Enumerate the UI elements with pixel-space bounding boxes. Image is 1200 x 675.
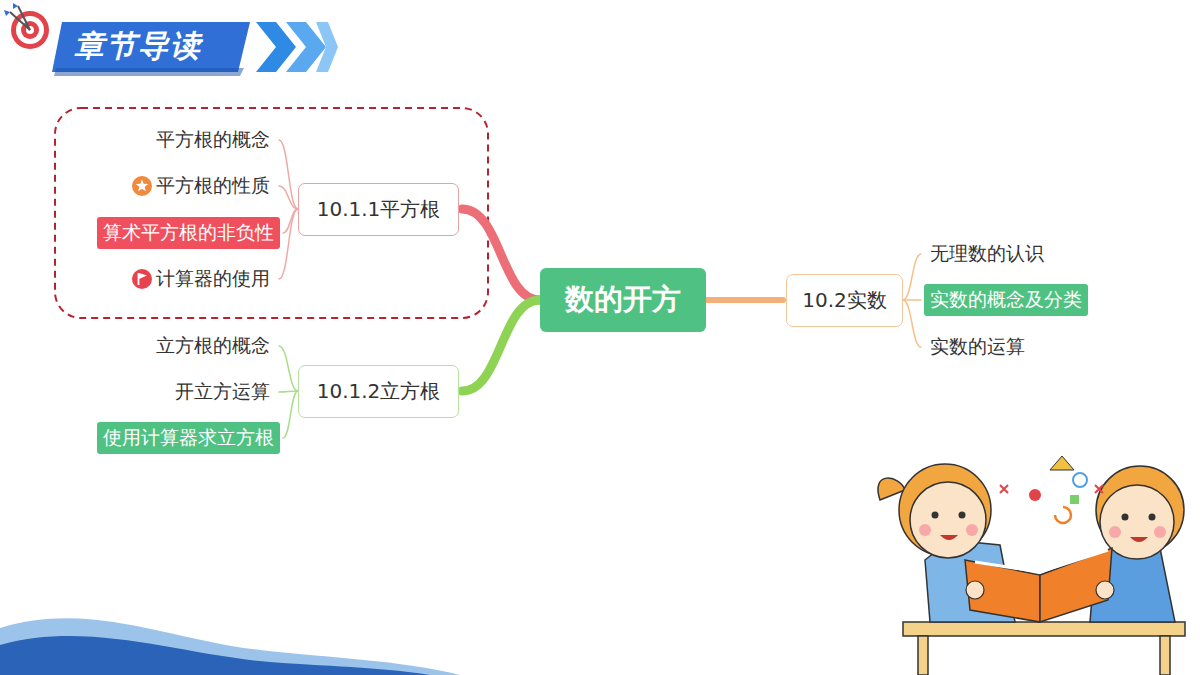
highlight-leaf: 实数的概念及分类 xyxy=(924,284,1088,316)
node-label: 实数的概念及分类 xyxy=(930,287,1082,313)
highlight-leaf: 算术平方根的非负性 xyxy=(97,217,280,249)
branch-box: 10.1.2立方根 xyxy=(298,365,459,418)
node-label: 计算器的使用 xyxy=(156,266,270,292)
connector xyxy=(462,209,540,300)
connector xyxy=(903,299,921,301)
connector xyxy=(706,297,783,303)
node-label: 使用计算器求立方根 xyxy=(103,425,274,451)
group-outline xyxy=(55,108,488,318)
leaf-text: 平方根的概念 xyxy=(150,124,276,156)
branch-box: 10.1.1平方根 xyxy=(298,183,459,236)
leaf-text: 计算器的使用 xyxy=(125,263,276,295)
highlight-leaf: 使用计算器求立方根 xyxy=(97,422,280,454)
leaf-text: 立方根的概念 xyxy=(150,330,276,362)
node-label: 无理数的认识 xyxy=(930,241,1044,267)
connector xyxy=(903,254,921,300)
header-banner xyxy=(52,22,338,76)
branch-box: 10.2实数 xyxy=(786,274,903,327)
node-label: 10.2实数 xyxy=(802,287,887,314)
connector xyxy=(279,140,298,209)
connector xyxy=(903,300,921,347)
node-label: 平方根的概念 xyxy=(156,127,270,153)
leaf-text: 平方根的性质 xyxy=(125,170,276,202)
node-label: 平方根的性质 xyxy=(156,173,270,199)
node-label: 算术平方根的非负性 xyxy=(103,220,274,246)
connector xyxy=(279,209,298,279)
connector xyxy=(279,391,298,392)
star-icon xyxy=(131,175,153,197)
node-label: 10.1.2立方根 xyxy=(317,378,441,405)
banner-shape xyxy=(52,22,250,72)
leaf-text: 无理数的认识 xyxy=(924,238,1050,270)
node-label: 立方根的概念 xyxy=(156,333,270,359)
node-label: 开立方运算 xyxy=(175,379,270,405)
connector xyxy=(279,346,298,391)
flag-icon xyxy=(131,268,153,290)
central-topic: 数的开方 xyxy=(540,268,706,332)
node-label: 实数的运算 xyxy=(930,334,1025,360)
connector xyxy=(462,300,540,391)
chevron xyxy=(256,22,296,72)
node-label: 数的开方 xyxy=(565,280,681,320)
chevron xyxy=(316,22,338,72)
node-label: 10.1.1平方根 xyxy=(317,196,441,223)
kids-illustration xyxy=(878,456,1185,675)
leaf-text: 开立方运算 xyxy=(169,376,276,408)
connector xyxy=(283,391,298,438)
header-title: 章节导读 xyxy=(74,26,202,67)
target-icon xyxy=(4,3,49,49)
banner-shadow xyxy=(54,68,244,76)
wave-decoration xyxy=(0,618,460,675)
leaf-text: 实数的运算 xyxy=(924,331,1031,363)
connector xyxy=(279,186,298,209)
